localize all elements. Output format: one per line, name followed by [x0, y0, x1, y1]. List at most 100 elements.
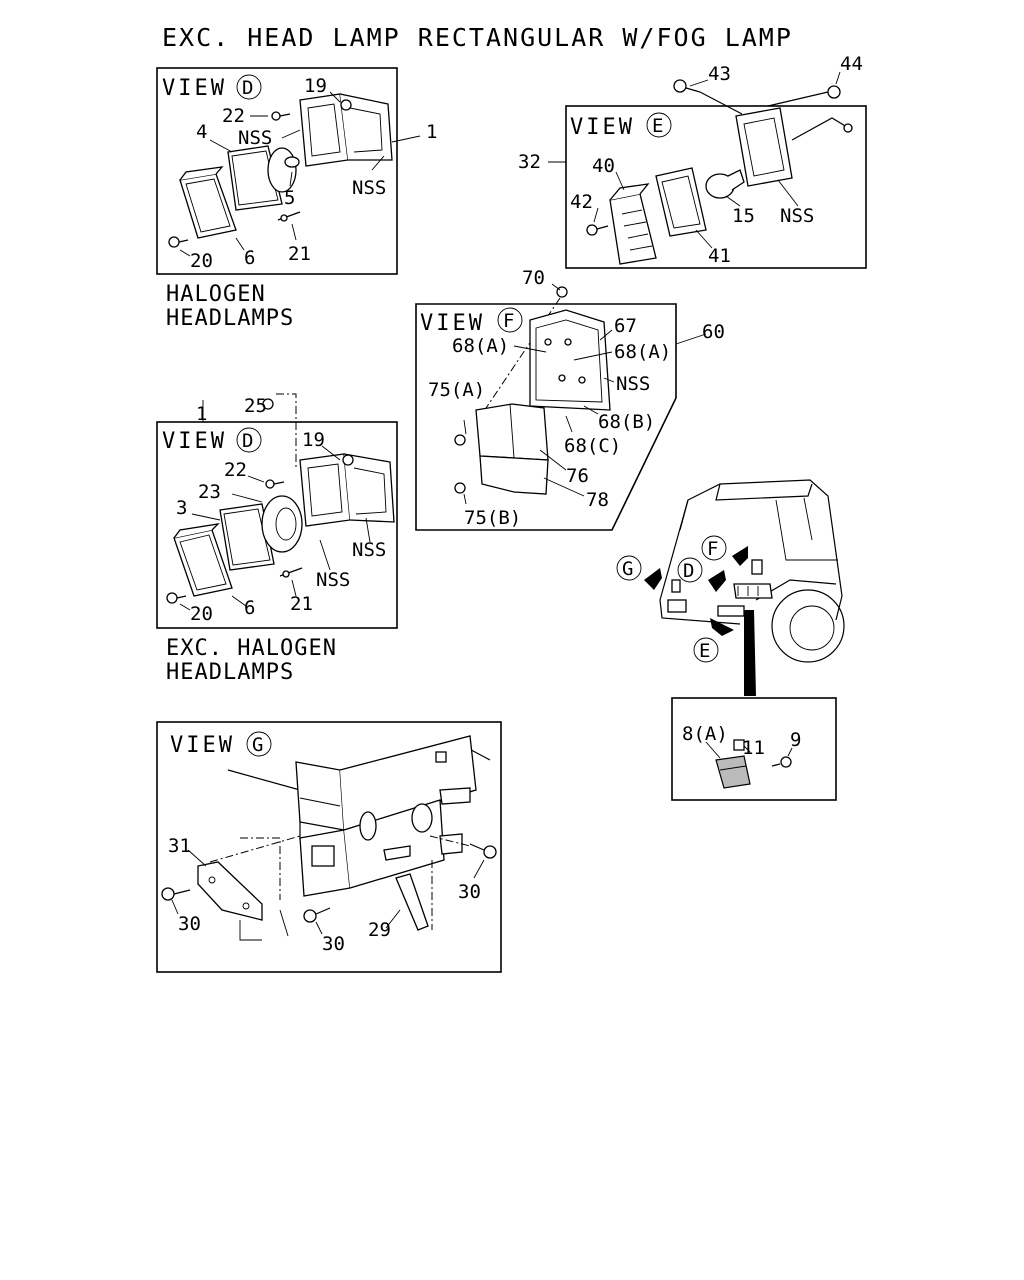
- callout-nss-3: NSS: [352, 539, 386, 561]
- callout-3: 3: [176, 497, 187, 519]
- sealed-beam-unit-2: [219, 495, 303, 571]
- callout-nss-2: NSS: [352, 177, 386, 199]
- caption-halogen-2: HEADLAMPS: [166, 306, 294, 331]
- view-g-letter: G: [252, 734, 263, 756]
- headlamp-bezel-2: [173, 523, 233, 597]
- callout-20: 20: [190, 250, 213, 272]
- caption-exc-halogen-2: HEADLAMPS: [166, 660, 294, 685]
- callout-11: 11: [742, 737, 765, 759]
- view-f-letter: F: [503, 310, 514, 332]
- fog-lamp-housing: [735, 107, 853, 187]
- diagram-title: EXC. HEAD LAMP RECTANGULAR W/FOG LAMP: [162, 23, 793, 52]
- callout-5: 5: [284, 187, 295, 209]
- callout-30b: 30: [322, 933, 345, 955]
- frame-bracket-structure: [227, 735, 491, 937]
- callout-40: 40: [592, 155, 615, 177]
- callout-44: 44: [840, 53, 863, 75]
- bracket-29: [395, 873, 429, 931]
- screw-25: [262, 398, 274, 410]
- screw-19: [340, 99, 352, 111]
- screw-19b: [342, 454, 354, 466]
- lens-76: [475, 403, 549, 461]
- marker-f-letter: F: [707, 538, 718, 560]
- bolt-30b: [303, 907, 331, 923]
- headlamp-bezel: [179, 166, 237, 239]
- arrow-view-g: [644, 568, 662, 590]
- adjust-screw-21: [277, 211, 301, 222]
- nut-11: [733, 739, 745, 751]
- bolt-30c: [469, 843, 497, 859]
- screw-22b: [265, 479, 285, 489]
- callout-nss-1: NSS: [238, 127, 272, 149]
- callout-22: 22: [222, 105, 245, 127]
- callout-22b: 22: [224, 459, 247, 481]
- marker-lamp-8a: [715, 755, 751, 789]
- callout-19b: 19: [302, 429, 325, 451]
- callout-70: 70: [522, 267, 545, 289]
- callout-68a-left: 68(A): [452, 335, 509, 357]
- callout-32: 32: [518, 151, 541, 173]
- fog-lamp-lens-40: [609, 183, 657, 265]
- callout-4: 4: [196, 121, 207, 143]
- callout-nss-f: NSS: [616, 373, 650, 395]
- bracket-31: [197, 861, 263, 921]
- marker-lamp-detail-panel: 8(A) 11 9: [671, 697, 837, 801]
- callout-75a: 75(A): [428, 379, 485, 401]
- bolt-43: [673, 79, 743, 115]
- nut-44: [767, 85, 841, 107]
- gasket-41: [655, 167, 707, 237]
- callout-25: 25: [244, 395, 267, 417]
- adjust-screw-21b: [279, 567, 303, 578]
- view-d-label: VIEW: [162, 76, 227, 101]
- callout-68b: 68(B): [598, 411, 655, 433]
- callout-29: 29: [368, 919, 391, 941]
- caption-exc-halogen-1: EXC. HALOGEN: [166, 636, 337, 661]
- marker-e-letter: E: [699, 640, 710, 662]
- callout-15: 15: [732, 205, 755, 227]
- view-g-label: VIEW: [170, 733, 235, 758]
- bolt-30a: [161, 887, 191, 901]
- callout-42: 42: [570, 191, 593, 213]
- callout-60: 60: [702, 321, 725, 343]
- callout-1b: 1: [196, 403, 207, 425]
- view-d-letter: D: [242, 77, 253, 99]
- screw-75a: [454, 434, 466, 446]
- screw-20b: [166, 592, 187, 604]
- callout-1: 1: [426, 121, 437, 143]
- marker-g-letter: G: [622, 558, 633, 580]
- view-d-halogen-panel: VIEW D: [156, 67, 437, 275]
- sealed-beam-unit: [227, 145, 297, 211]
- view-e-letter: E: [652, 115, 663, 137]
- arrow-view-e: [710, 618, 734, 636]
- view-e-panel: VIEW E 32: [518, 53, 867, 269]
- view-d-circle: [236, 74, 262, 100]
- view-f-panel: VIEW F 70: [415, 267, 725, 531]
- callout-19: 19: [304, 75, 327, 97]
- callout-21: 21: [288, 243, 311, 265]
- bulb-15: [705, 169, 745, 199]
- screw-20: [168, 236, 189, 248]
- screw-42: [586, 224, 609, 236]
- callout-21b: 21: [290, 593, 313, 615]
- view-d-exc-halogen-panel: VIEW D: [156, 393, 398, 629]
- callout-nss-e: NSS: [780, 205, 814, 227]
- mounting-bracket-2: [299, 453, 395, 527]
- marker-d-letter: D: [683, 560, 694, 582]
- view-g-panel: VIEW G: [156, 721, 502, 973]
- mounting-bracket: [299, 93, 393, 167]
- callout-23: 23: [198, 481, 221, 503]
- bulb-5: [284, 156, 300, 168]
- screw-22: [271, 111, 291, 121]
- callout-20b: 20: [190, 603, 213, 625]
- screw-9: [771, 756, 792, 768]
- callout-30c: 30: [458, 881, 481, 903]
- view-f-label: VIEW: [420, 311, 485, 336]
- callout-9: 9: [790, 729, 801, 751]
- callout-67: 67: [614, 315, 637, 337]
- callout-30a: 30: [178, 913, 201, 935]
- truck-overview: G D F E: [616, 479, 845, 696]
- view-d-label-2: VIEW: [162, 429, 227, 454]
- callout-nss-4: NSS: [316, 569, 350, 591]
- view-e-label: VIEW: [570, 115, 635, 140]
